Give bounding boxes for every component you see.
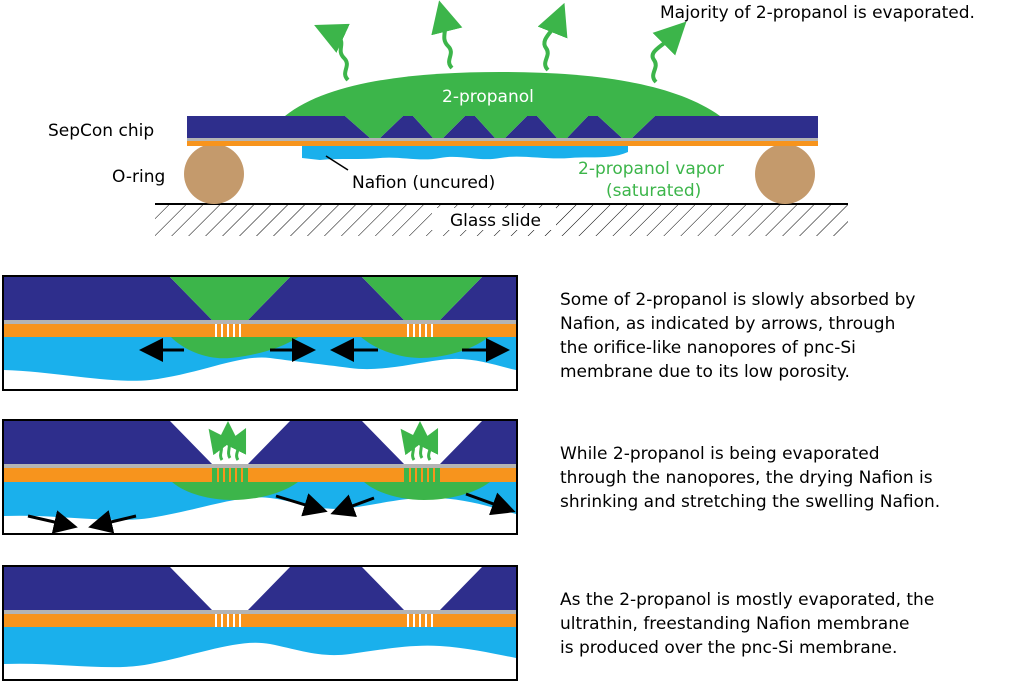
o-ring-left [184,144,244,204]
step-3-line: As the 2-propanol is mostly evaporated, … [560,590,935,610]
step-3-line: ultrathin, freestanding Nafion membrane [560,614,910,634]
chip-label: SepCon chip [48,121,154,141]
glass-label: Glass slide [450,211,541,231]
vapor-label-2: (saturated) [606,181,701,201]
silicon-layer [187,141,818,146]
nafion-layer [302,146,628,160]
propanol-label: 2-propanol [442,87,534,107]
step-3-line: is produced over the pnc-Si membrane. [560,638,898,658]
nitride-layer [187,138,818,141]
step-1-line: Nafion, as indicated by arrows, through [560,314,896,334]
top-diagram: Majority of 2-propanol is evaporated. Se… [48,0,975,236]
o-ring-right [755,144,815,204]
step-1-panel [2,275,518,391]
nafion-label: Nafion (uncured) [352,173,495,193]
step-2-line: While 2-propanol is being evaporated [560,444,880,464]
step-2-panel [2,419,518,535]
vapor-arrows [314,0,687,84]
top-title: Majority of 2-propanol is evaporated. [660,3,975,23]
pore-fill [345,116,655,138]
step-2-line: shrinking and stretching the swelling Na… [560,492,941,512]
vapor-label-1: 2-propanol vapor [578,159,724,179]
step-1-description: Some of 2-propanol is slowly absorbed by… [560,288,1010,384]
step-1-line: membrane due to its low porosity. [560,362,850,382]
oring-label: O-ring [112,167,165,187]
step-2-line: through the nanopores, the drying Nafion… [560,468,933,488]
small-vapor-arrows [208,421,439,461]
step-1-line: Some of 2-propanol is slowly absorbed by [560,290,916,310]
step-1-line: the orifice-like nanopores of pnc-Si [560,338,856,358]
propanol-dome [285,72,720,116]
stretch-arrows [27,492,516,534]
step-3-description: As the 2-propanol is mostly evaporated, … [560,588,1010,660]
glass-slide [155,203,848,236]
nafion-leader-line [325,155,349,171]
sepcon-chip [187,116,818,140]
step-2-description: While 2-propanol is being evaporated thr… [560,442,1010,514]
step-3-panel [2,565,518,681]
